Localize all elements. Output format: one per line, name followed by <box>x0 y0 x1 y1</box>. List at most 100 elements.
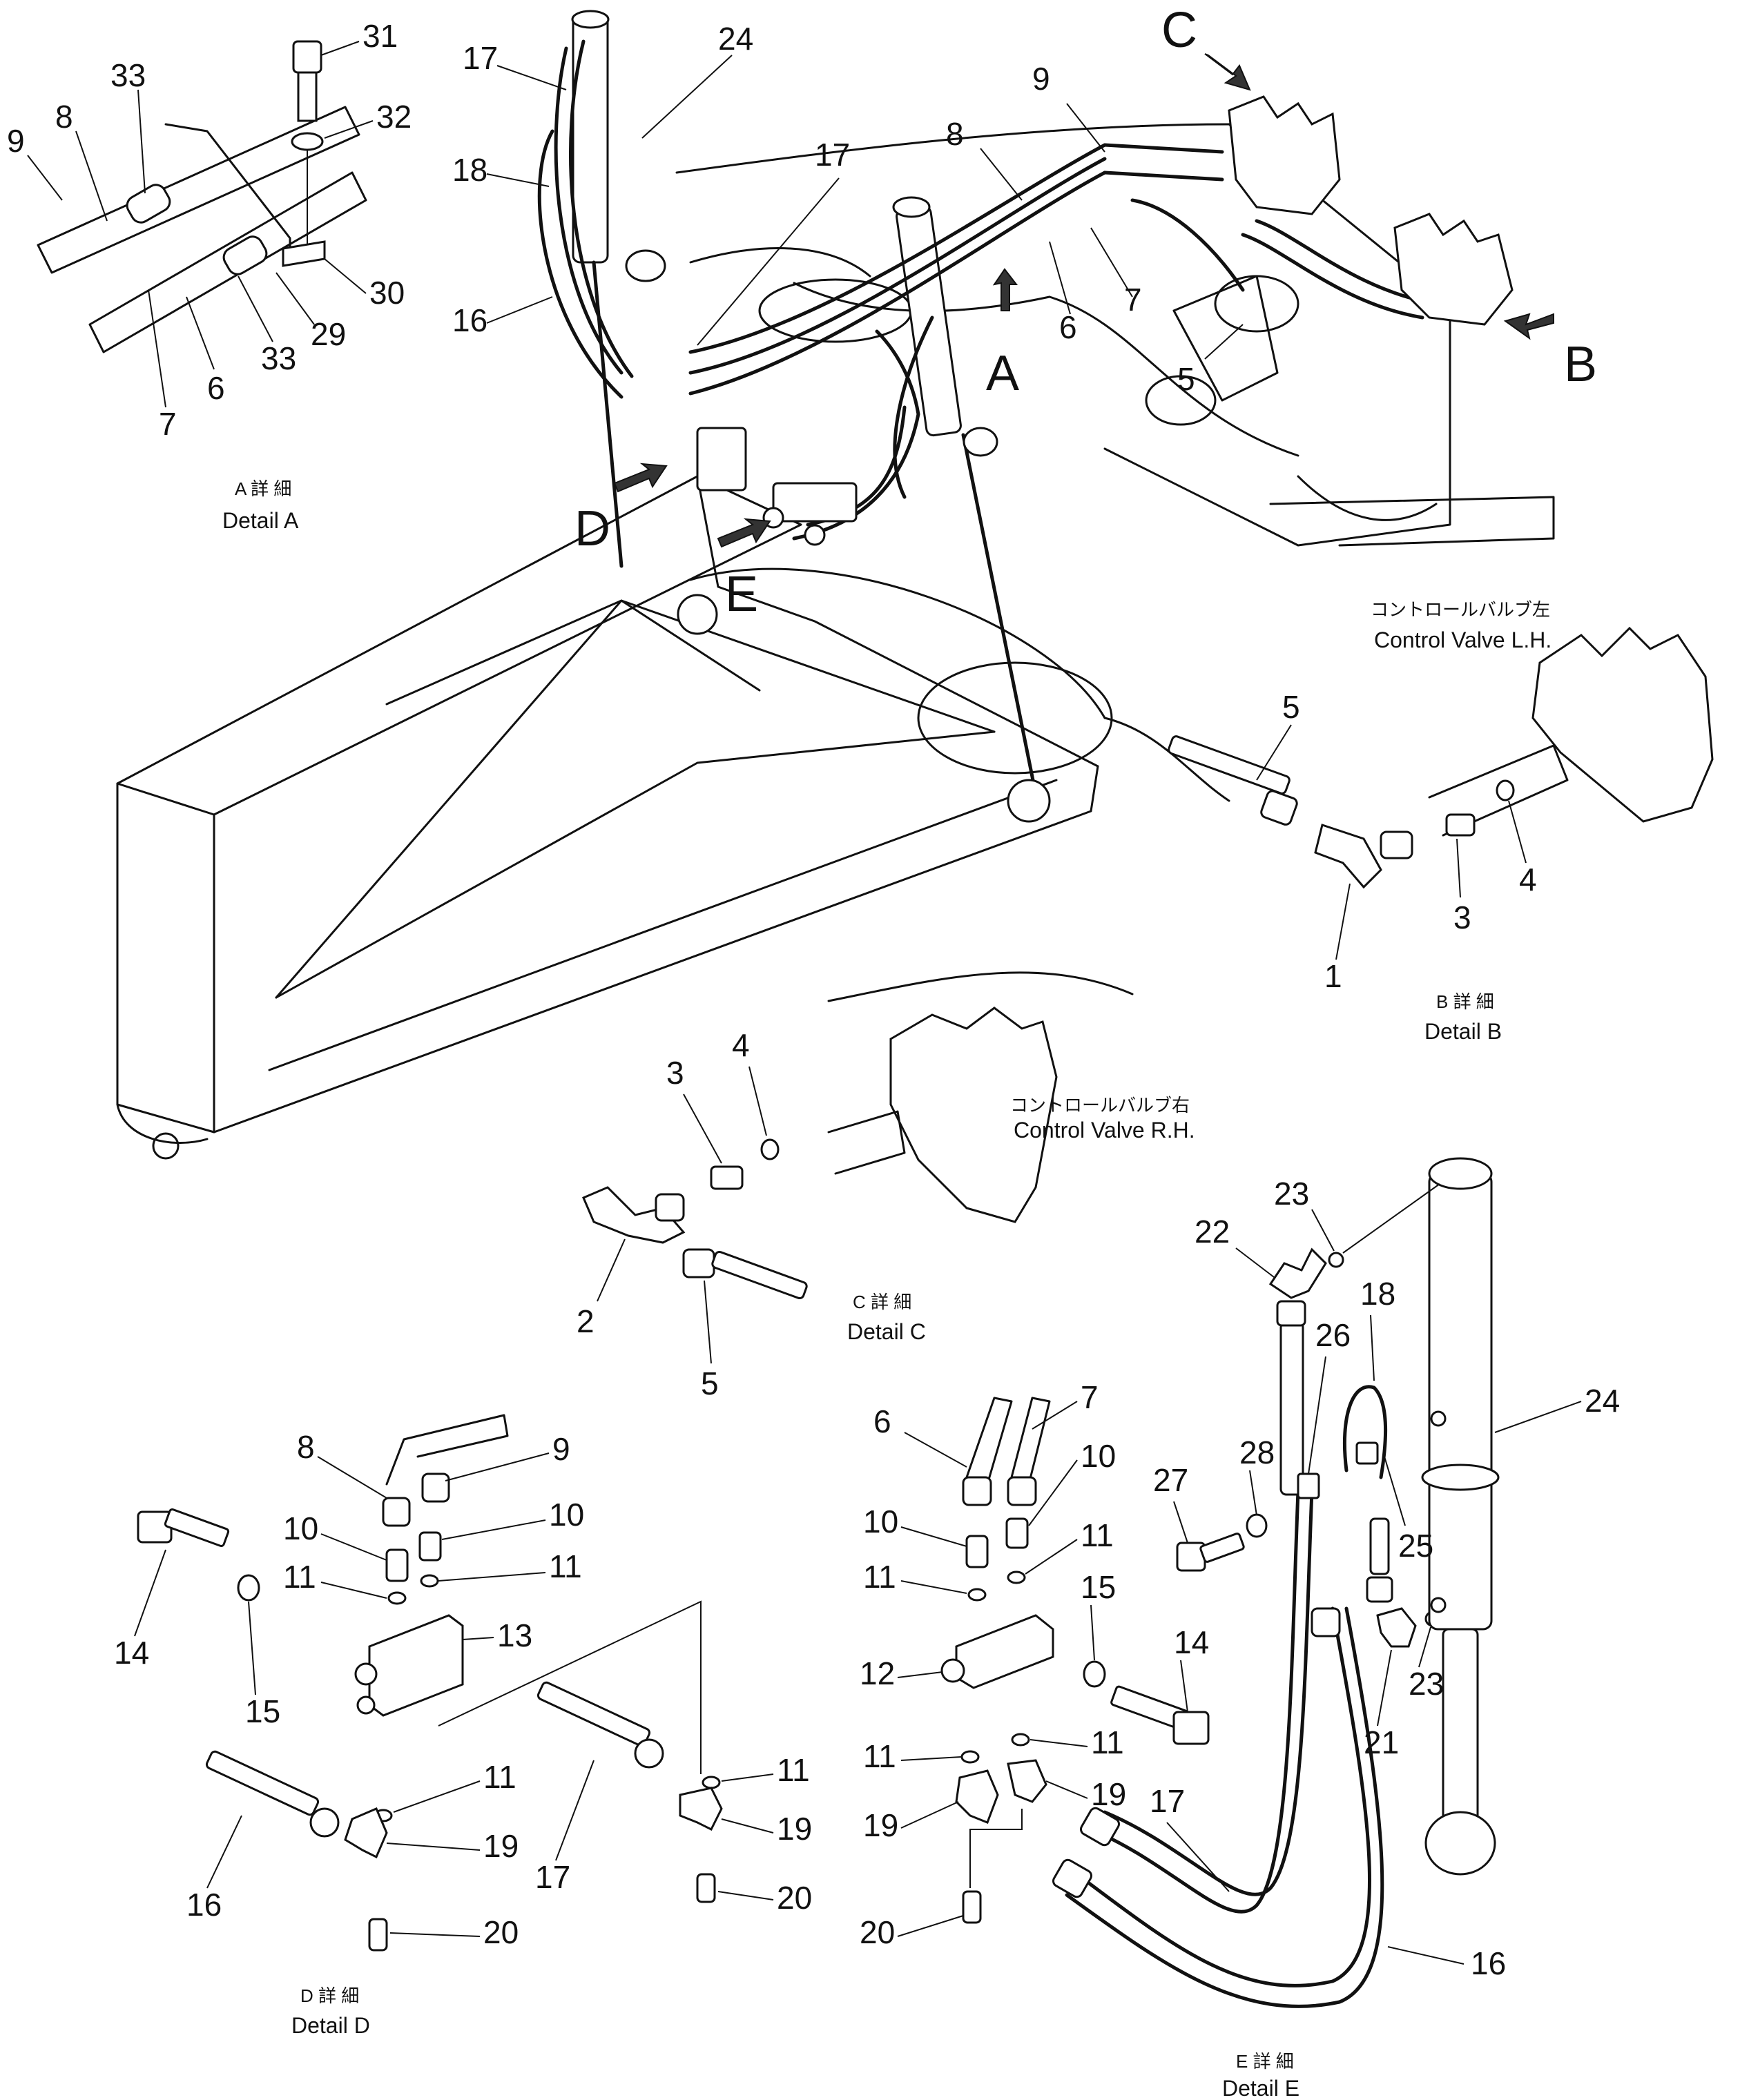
grease-20-d-left <box>368 1918 388 1952</box>
bolt-31 <box>292 40 322 74</box>
adapter-10-e-left <box>965 1535 989 1568</box>
callout-a-9: 9 <box>7 123 25 159</box>
valve-block-13 <box>368 1614 464 1717</box>
hose-26-nut <box>1276 1300 1306 1327</box>
detail-c-caption-jp: C 詳 細 <box>853 1292 911 1312</box>
view-letter-e: E <box>725 567 758 622</box>
valve-block-main-e <box>772 482 858 523</box>
plug-13-b <box>356 1695 376 1715</box>
callout-e-16: 16 <box>1471 1945 1506 1981</box>
callout-e-18: 18 <box>1360 1276 1395 1312</box>
clamp-33-lower <box>222 235 268 275</box>
hose-5-c <box>711 1250 808 1300</box>
oring-4-b <box>1496 779 1515 801</box>
control-valve-b-main <box>1393 213 1514 326</box>
plug-13-a <box>354 1662 378 1686</box>
hose-16-e-nut <box>1052 1858 1092 1898</box>
callout-d-19-right: 19 <box>777 1811 812 1847</box>
adapter-3-c <box>710 1165 744 1190</box>
callout-e-25: 25 <box>1398 1528 1433 1564</box>
callout-main-5: 5 <box>1177 361 1195 397</box>
callout-e-23-top: 23 <box>1274 1176 1309 1212</box>
washer-15-e <box>1083 1660 1106 1688</box>
callout-main-17a: 17 <box>463 40 498 76</box>
oring-11-e-left <box>967 1588 987 1602</box>
callout-a-8: 8 <box>55 99 73 135</box>
callout-c-5: 5 <box>701 1365 719 1401</box>
hose-17-e-b <box>1103 1489 1314 1896</box>
hose-17-e <box>1089 1489 1300 1914</box>
callout-main-6: 6 <box>1059 309 1077 345</box>
detail-a-caption-en: Detail A <box>222 508 299 533</box>
callout-d-9: 9 <box>552 1431 570 1467</box>
detail-a: 9 8 33 31 32 30 29 33 6 7 A 詳 細 Detail A <box>7 18 412 533</box>
hose-lower-nut <box>1311 1607 1341 1637</box>
callout-c-4: 4 <box>732 1027 750 1063</box>
callout-a-30: 30 <box>369 275 405 311</box>
hose-7-e-nut <box>1007 1476 1037 1506</box>
callout-e-23-bottom: 23 <box>1409 1666 1444 1702</box>
hose-16-e-b <box>1065 1606 1384 2008</box>
callout-d-11-right: 11 <box>549 1548 582 1584</box>
oring-11-e-bottom-right <box>1011 1733 1030 1747</box>
callout-a-32: 32 <box>376 99 412 135</box>
chassis-body <box>675 123 1555 775</box>
callout-a-31: 31 <box>362 18 398 54</box>
callout-e-19-right: 19 <box>1091 1776 1126 1812</box>
callout-d-13: 13 <box>497 1617 532 1653</box>
elbow-19-e-left <box>955 1769 999 1824</box>
hose-17-e-nut <box>1080 1807 1120 1847</box>
bolt-27 <box>1199 1533 1245 1563</box>
detail-e: 6 7 10 10 11 11 15 14 12 11 11 19 19 20 … <box>860 1157 1620 2100</box>
nut-5-b <box>1260 790 1298 826</box>
control-valve-rh <box>889 1007 1058 1223</box>
oring-11-e-right <box>1007 1571 1026 1584</box>
grease-20-e <box>962 1890 982 1924</box>
hose-8-d-nut <box>382 1497 411 1527</box>
callout-e-27: 27 <box>1153 1462 1188 1498</box>
callout-e-21: 21 <box>1364 1724 1399 1760</box>
callout-d-15: 15 <box>245 1693 280 1729</box>
view-arrow-c <box>1204 53 1251 91</box>
elbow-1 <box>1314 824 1382 889</box>
detail-c-caption-en: Detail C <box>847 1319 926 1344</box>
callout-main-16: 16 <box>452 302 487 338</box>
callout-main-7: 7 <box>1124 282 1142 318</box>
clamp-26 <box>1297 1472 1320 1499</box>
hose-18-e <box>1342 1385 1388 1479</box>
hose-16-e <box>1075 1606 1372 1987</box>
callout-a-7: 7 <box>159 406 177 442</box>
hose-17-d <box>536 1681 651 1747</box>
washer-28 <box>1246 1513 1268 1538</box>
elbow-22 <box>1268 1247 1327 1299</box>
oring-11-d-left <box>387 1591 407 1605</box>
callout-d-11-left: 11 <box>283 1559 316 1595</box>
plug-12 <box>940 1658 965 1683</box>
washer-32 <box>291 132 324 151</box>
callout-e-11-bottom-right: 11 <box>1091 1724 1124 1760</box>
callout-e-19-left: 19 <box>863 1807 898 1843</box>
oring-11-d-right <box>420 1574 439 1588</box>
callout-main-18: 18 <box>452 152 487 188</box>
callout-e-20: 20 <box>860 1914 895 1950</box>
callout-b-3: 3 <box>1453 900 1471 935</box>
callout-d-14: 14 <box>114 1635 149 1671</box>
hose-9-d-nut <box>421 1472 450 1503</box>
callout-e-22: 22 <box>1195 1214 1230 1250</box>
main-assembly: C B A D E 17 24 18 16 17 9 8 7 6 5 <box>116 3 1597 1160</box>
detail-c: コントロールバルブ右 Control Valve R.H. 3 4 2 5 C … <box>577 1007 1195 1401</box>
control-valve-c-main <box>1228 95 1341 215</box>
elbow-19-d-right <box>679 1787 723 1831</box>
callout-d-11-bottom: 11 <box>483 1759 516 1795</box>
view-arrow-e <box>717 518 771 548</box>
adapter-10-e-right <box>1005 1517 1029 1549</box>
callout-d-20-right: 20 <box>777 1880 812 1916</box>
lift-cylinder-left <box>571 10 718 635</box>
callout-main-9: 9 <box>1032 61 1050 97</box>
callout-main-24: 24 <box>718 21 753 57</box>
fitting-main-2 <box>804 524 826 546</box>
callout-d-10-left: 10 <box>283 1510 318 1546</box>
valve-rh-label-en: Control Valve R.H. <box>1014 1118 1195 1143</box>
view-letter-b: B <box>1564 337 1597 392</box>
bolt-14-e-head <box>1172 1711 1210 1745</box>
